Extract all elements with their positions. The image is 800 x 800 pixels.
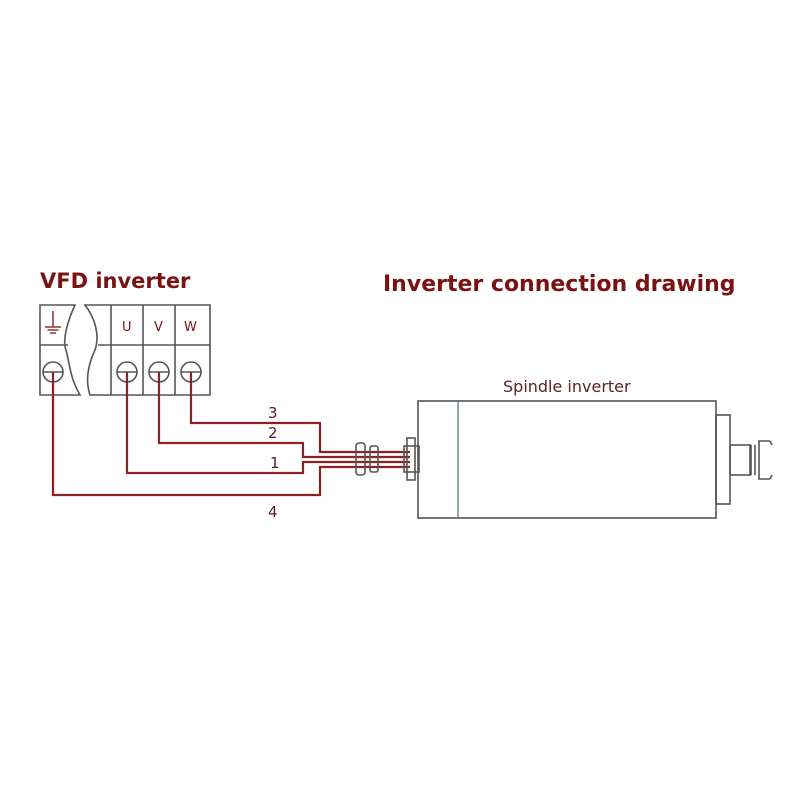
wire-label-2: 2 xyxy=(268,424,278,442)
terminal-v-label: V xyxy=(154,320,163,335)
terminal-w-label: W xyxy=(184,320,197,335)
wire-3 xyxy=(189,372,410,454)
vfd-terminal-block xyxy=(39,304,211,396)
spindle-motor xyxy=(417,400,773,519)
wire-label-1: 1 xyxy=(270,454,280,472)
vfd-title: VFD inverter xyxy=(40,269,191,293)
cable-gland xyxy=(355,437,420,481)
wire-1 xyxy=(125,372,410,475)
terminal-u-label: U xyxy=(122,320,132,335)
wire-label-3: 3 xyxy=(268,404,278,422)
diagram-title: Inverter connection drawing xyxy=(383,272,736,297)
wire-2 xyxy=(157,372,410,459)
wire-label-4: 4 xyxy=(268,503,278,521)
wire-4 xyxy=(51,372,410,497)
ground-icon xyxy=(45,311,61,334)
spindle-label: Spindle inverter xyxy=(503,377,631,396)
